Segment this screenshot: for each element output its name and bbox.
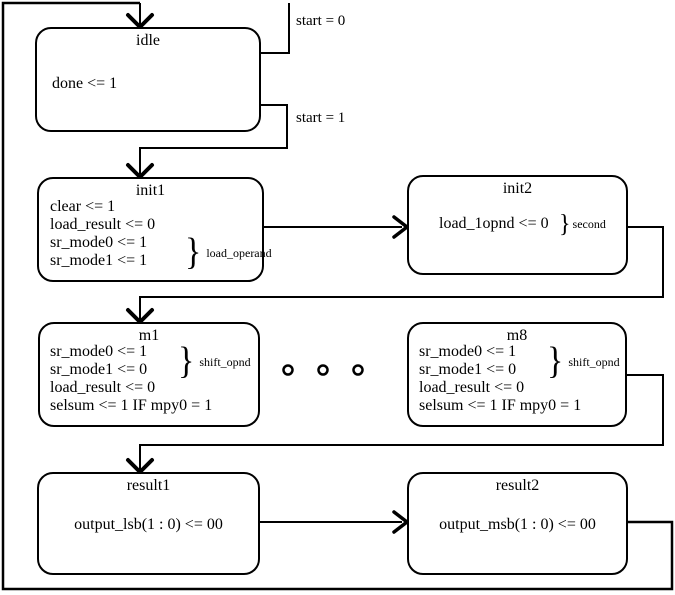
transition-label-start-1: start = 1	[296, 110, 346, 126]
state-init1-brace-label: load_operand	[206, 245, 272, 260]
state-m1-action: selsum <= 1 IF mpy0 = 1	[50, 397, 213, 414]
state-m1-brace-label: shift_opnd	[199, 354, 251, 369]
brace-icon: }	[185, 231, 202, 274]
state-result2-action: output_msb(1 : 0) <= 00	[439, 516, 596, 533]
brace-icon: }	[547, 340, 564, 383]
state-m8-action: selsum <= 1 IF mpy0 = 1	[419, 397, 582, 414]
state-idle: idle done <= 1	[35, 27, 261, 132]
state-init1-action: load_result <= 0	[50, 216, 156, 233]
state-m8: m8 sr_mode0 <= 1 sr_mode1 <= 0 load_resu…	[407, 322, 627, 427]
state-init1-action: clear <= 1	[50, 198, 116, 215]
state-result1: result1 output_lsb(1 : 0) <= 00	[37, 472, 260, 575]
brace-icon: }	[559, 210, 571, 238]
state-init2-brace-label: second	[572, 216, 606, 231]
state-init2-action: load_1opnd <= 0	[439, 215, 549, 232]
state-init1-title: init1	[135, 182, 166, 199]
state-m8-action: sr_mode0 <= 1	[419, 343, 517, 360]
state-idle-action: done <= 1	[52, 75, 118, 92]
state-m1: m1 sr_mode0 <= 1 sr_mode1 <= 0 load_resu…	[38, 322, 260, 427]
state-init2-title: init2	[502, 180, 533, 197]
state-m1-action: load_result <= 0	[50, 379, 156, 396]
edge-m8-to-result1	[139, 374, 664, 470]
state-m1-action: sr_mode1 <= 0	[50, 361, 148, 378]
state-init1-action: sr_mode1 <= 1	[50, 252, 148, 269]
state-idle-title: idle	[136, 32, 160, 49]
brace-icon: }	[178, 340, 195, 383]
state-m8-action: load_result <= 0	[419, 379, 525, 396]
state-m8-title: m8	[506, 327, 528, 344]
state-init1-action: sr_mode0 <= 1	[50, 234, 148, 251]
state-m1-action: sr_mode0 <= 1	[50, 343, 148, 360]
state-init2: init2 load_1opnd <= 0 } second	[407, 175, 628, 275]
state-m8-brace-label: shift_opnd	[568, 354, 620, 369]
edge-idle-to-init1	[139, 104, 288, 174]
state-init1: init1 clear <= 1 load_result <= 0 sr_mod…	[37, 177, 272, 282]
state-result1-title: result1	[126, 477, 171, 494]
state-m1-title: m1	[138, 327, 160, 344]
state-result2-title: result2	[495, 477, 540, 494]
state-result1-action: output_lsb(1 : 0) <= 00	[74, 516, 223, 533]
state-result2: result2 output_msb(1 : 0) <= 00	[407, 472, 628, 575]
state-m8-action: sr_mode1 <= 0	[419, 361, 517, 378]
ellipsis-dots-icon	[282, 364, 364, 376]
edge-init2-to-m1	[139, 226, 664, 320]
edge-idle-self-loop	[259, 3, 290, 54]
transition-label-start-0: start = 0	[296, 13, 346, 29]
